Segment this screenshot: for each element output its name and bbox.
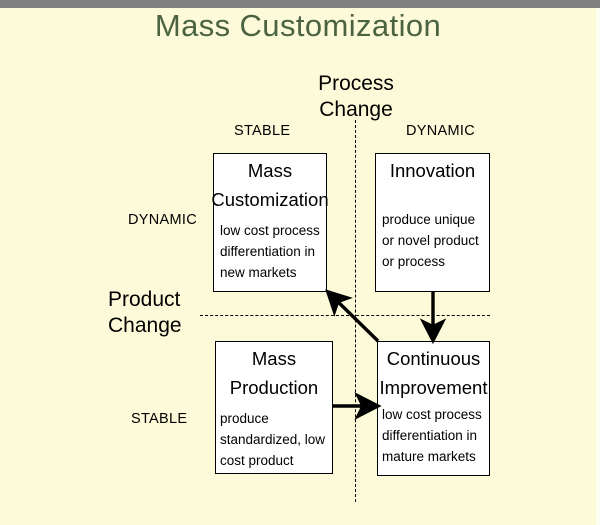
quadrant-box-mass-customization[interactable]: Mass Customization low cost process diff… (211, 153, 329, 292)
quadrant-body-text: low cost process differentiation in new … (220, 223, 320, 280)
process-change-line1: Process (318, 72, 394, 95)
quadrant-box-innovation[interactable]: Innovation produce unique or novel produ… (375, 153, 490, 292)
process-change-axis-label: Process Change (306, 71, 406, 123)
quadrant-box-mass-production[interactable]: Mass Production produce standardized, lo… (215, 341, 333, 474)
quadrant-heading-line2: Improvement (379, 377, 488, 398)
product-change-line1: Product (108, 288, 181, 311)
product-axis-dynamic-label: DYNAMIC (128, 212, 197, 228)
horizontal-axis-divider (200, 315, 490, 316)
process-axis-stable-label: STABLE (234, 123, 291, 139)
process-change-line2: Change (319, 98, 393, 121)
process-axis-dynamic-label: DYNAMIC (406, 123, 475, 139)
page-title: Mass Customization (154, 8, 442, 43)
right-edge-strip (596, 8, 600, 525)
quadrant-heading-line1: Innovation (389, 160, 476, 181)
product-change-line2: Change (108, 314, 182, 337)
top-gray-bar (0, 0, 600, 8)
quadrant-body-text: produce unique or novel product or proce… (382, 212, 479, 269)
quadrant-heading-line1: Mass (251, 348, 297, 369)
quadrant-heading-line2: Customization (211, 189, 329, 210)
quadrant-box-continuous-improvement[interactable]: Continuous Improvement low cost process … (377, 341, 490, 476)
vertical-axis-divider (355, 120, 356, 502)
quadrant-heading-line1: Continuous (386, 348, 481, 369)
quadrant-body-text: produce standardized, low cost product (220, 411, 326, 468)
product-axis-stable-label: STABLE (131, 411, 188, 427)
quadrant-heading-line1: Mass (247, 160, 293, 181)
quadrant-body-text: low cost process differentiation in matu… (382, 407, 482, 464)
quadrant-heading-line2: Production (229, 377, 319, 398)
product-change-axis-label: Product Change (108, 287, 218, 339)
